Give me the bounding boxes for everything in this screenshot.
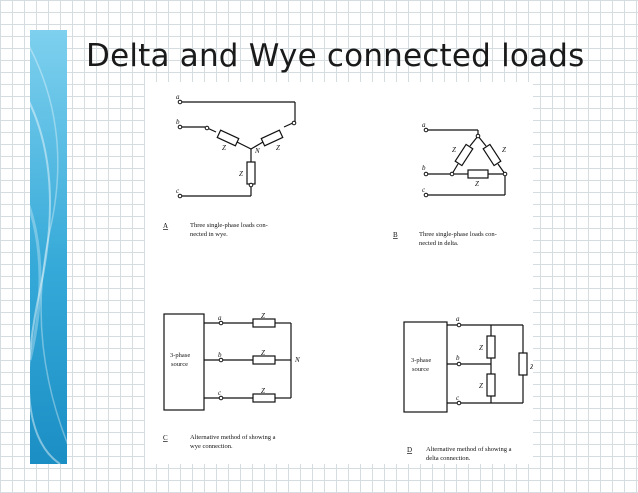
figure-d-alt-delta-diagram: 3-phase source a b c Z Z Z (403, 315, 533, 413)
fig-c-label-b: b (218, 351, 222, 359)
circuit-figure: a b c (145, 82, 533, 464)
fig-b-label-a: a (422, 121, 426, 129)
fig-b-z3: Z (475, 180, 479, 188)
fig-c-caption-2: wye connection. (190, 443, 233, 450)
fig-c-label-a: a (218, 314, 222, 322)
decorative-side-bar (30, 30, 67, 464)
fig-c-caption-1: Alternative method of showing a (190, 434, 276, 441)
fig-d-source-2: source (412, 366, 429, 373)
fig-d-z2: Z (479, 382, 483, 390)
fig-b-label-b: b (422, 164, 426, 172)
figure-c-alt-wye-diagram: 3-phase source a b c Z Z Z N (163, 312, 300, 411)
fig-a-z1: Z (222, 144, 226, 152)
fig-d-z3: Z (530, 363, 533, 371)
fig-c-source-2: source (171, 361, 188, 368)
fig-c-neutral-label: N (294, 356, 300, 364)
fig-d-caption-2: delta connection. (426, 455, 471, 462)
fig-b-label-c: c (422, 186, 426, 194)
fig-c-letter: C (163, 434, 168, 442)
fig-a-label-b: b (176, 118, 180, 126)
fig-b-letter: B (393, 231, 398, 239)
fig-d-label-b: b (456, 354, 460, 362)
fig-a-z2: Z (276, 144, 280, 152)
fig-d-label-c: c (456, 394, 460, 402)
fig-a-letter: A (163, 222, 168, 230)
fig-a-caption-1: Three single-phase loads con- (190, 222, 268, 229)
fig-c-label-c: c (218, 389, 222, 397)
fig-c-z3: Z (261, 387, 265, 395)
fig-d-z1: Z (479, 344, 483, 352)
fig-a-label-a: a (176, 93, 180, 101)
fig-b-caption-2: nected in delta. (419, 240, 459, 247)
slide-title: Delta and Wye connected loads (86, 38, 585, 74)
fig-c-z2: Z (261, 349, 265, 357)
fig-a-caption-2: nected in wye. (190, 231, 228, 238)
fig-a-z3: Z (239, 170, 243, 178)
fig-c-source-1: 3-phase (170, 352, 190, 359)
fig-a-label-c: c (176, 187, 180, 195)
swoosh-decoration (30, 46, 67, 464)
fig-d-source-1: 3-phase (411, 357, 431, 364)
fig-d-label-a: a (456, 315, 460, 323)
fig-c-z1: Z (261, 312, 265, 320)
fig-d-caption-1: Alternative method of showing a (426, 446, 512, 453)
figure-a-wye-diagram: a b c (176, 93, 297, 199)
fig-b-z2: Z (502, 146, 506, 154)
fig-d-letter: D (407, 446, 412, 454)
fig-b-caption-1: Three single-phase loads con- (419, 231, 497, 238)
fig-b-z1: Z (452, 146, 456, 154)
figure-b-delta-diagram: a b c (422, 121, 508, 198)
fig-a-neutral-label: N (254, 147, 260, 155)
